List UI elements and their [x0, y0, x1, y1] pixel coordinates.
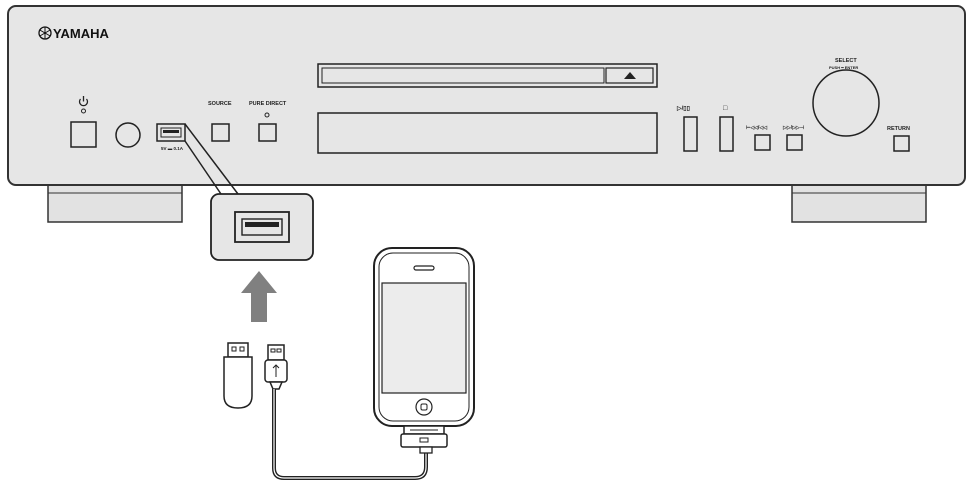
- home-button: [415, 398, 433, 416]
- insert-arrow-icon: [241, 271, 277, 322]
- pure-direct-label: PURE DIRECT: [249, 101, 287, 107]
- svg-text:YAMAHA: YAMAHA: [53, 26, 109, 41]
- headphone-jack: [115, 122, 141, 148]
- usb-zoom-callout: [184, 123, 314, 261]
- skip-back-button[interactable]: [754, 134, 771, 151]
- stop-label: □: [723, 105, 728, 112]
- svg-text:5V ▬ 0.1A: 5V ▬ 0.1A: [161, 146, 184, 151]
- yamaha-logo: YAMAHA: [38, 26, 109, 41]
- push-enter-label: PUSH ━ ENTER: [829, 65, 858, 70]
- skip-back-label: ⊢◁◁/◁◁: [746, 123, 767, 131]
- source-button[interactable]: [211, 123, 230, 142]
- usb-flash-drive: [223, 342, 253, 409]
- display-window: [317, 112, 658, 154]
- iphone-device: [373, 247, 475, 427]
- pure-direct-button[interactable]: [258, 123, 277, 142]
- power-button[interactable]: [70, 96, 97, 148]
- play-pause-label: ▷/▯▯: [676, 105, 690, 112]
- eject-button[interactable]: [605, 67, 654, 84]
- return-label: RETURN: [887, 126, 910, 132]
- stop-button[interactable]: [719, 116, 734, 152]
- usb-cable-plug: [264, 344, 288, 390]
- dock-connector: [400, 425, 448, 454]
- select-knob[interactable]: [812, 69, 880, 137]
- disc-tray: [317, 63, 658, 88]
- play-pause-button[interactable]: [683, 116, 698, 152]
- skip-forward-button[interactable]: [786, 134, 803, 151]
- select-label: SELECT: [835, 58, 857, 64]
- usb-port[interactable]: 5V ▬ 0.1A: [156, 123, 186, 151]
- return-button[interactable]: [893, 135, 910, 152]
- right-foot: [791, 183, 927, 223]
- iphone-screen: [381, 282, 467, 394]
- source-label: SOURCE: [208, 101, 232, 107]
- left-foot: [47, 183, 183, 223]
- skip-forward-label: ▷▷/▷▷⊣: [782, 125, 805, 131]
